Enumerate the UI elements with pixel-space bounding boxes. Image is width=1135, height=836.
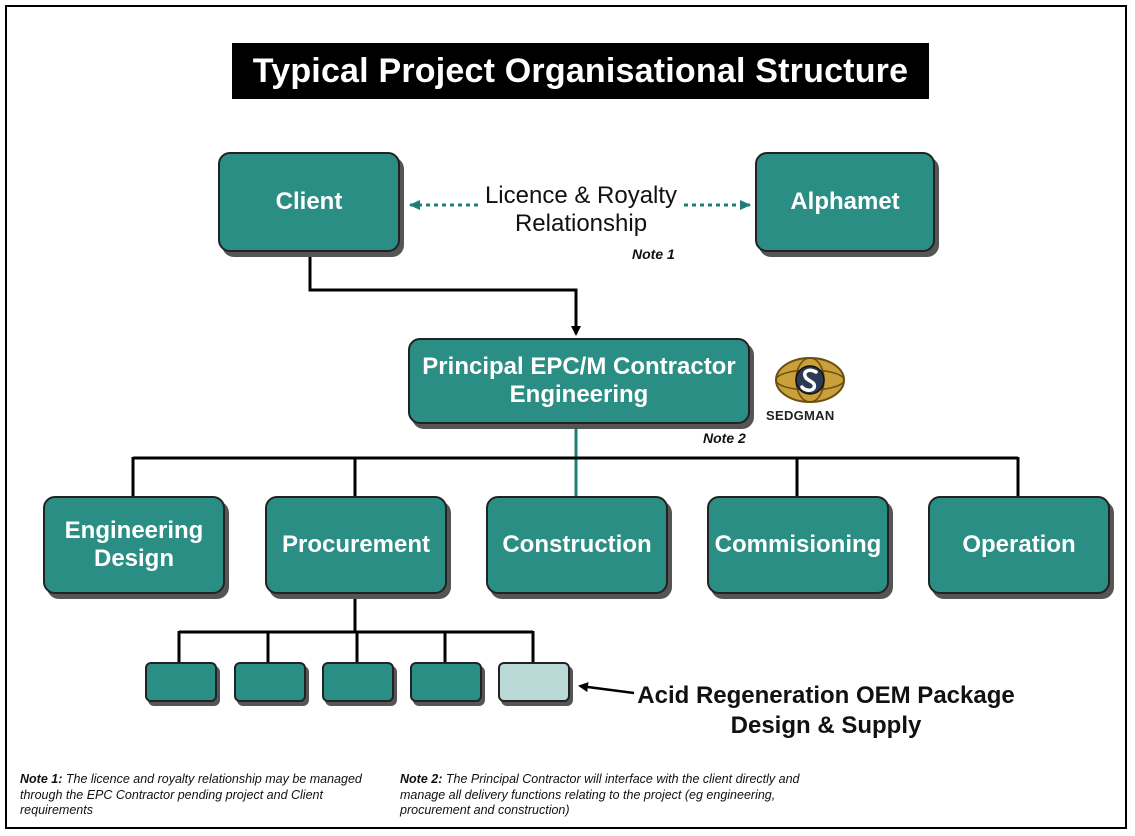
operation-box: Operation	[928, 496, 1110, 594]
oem-line1: Acid Regeneration OEM Package	[637, 682, 1015, 709]
footnote-1-label: Note 1:	[20, 772, 63, 786]
commisioning-box: Commisioning	[707, 496, 889, 594]
commisioning-label: Commisioning	[714, 531, 882, 559]
licence-line2: Relationship	[514, 209, 648, 237]
sedgman-globe-logo-icon	[775, 357, 845, 403]
note-1-tag: Note 1	[632, 246, 675, 262]
licence-line1: Licence & Royalty	[484, 182, 678, 209]
footnote-2-label: Note 2:	[400, 772, 443, 786]
alphamet-box: Alphamet	[755, 152, 935, 252]
operation-label: Operation	[962, 531, 1076, 559]
package-box-3	[322, 662, 394, 702]
oem-line2: Design & Supply	[730, 712, 922, 739]
engineering-line2: Design	[93, 545, 174, 572]
engineering-design-box: Engineering Design	[43, 496, 225, 594]
oem-pointer-arrow	[578, 682, 635, 695]
licence-relationship-label: Licence & Royalty Relationship	[478, 182, 684, 237]
principal-line1: Principal EPC/M Contractor	[422, 353, 736, 381]
oem-package-label: Acid Regeneration OEM Package Design & S…	[636, 681, 1016, 741]
client-box: Client	[218, 152, 400, 252]
footnote-2-text: The Principal Contractor will interface …	[400, 772, 800, 818]
principal-line2: Engineering	[509, 381, 649, 408]
footnote-1: Note 1: The licence and royalty relation…	[20, 772, 365, 819]
footnote-2: Note 2: The Principal Contractor will in…	[400, 772, 820, 819]
package-box-oem	[498, 662, 570, 702]
note-2-tag: Note 2	[703, 430, 746, 446]
page-title: Typical Project Organisational Structure	[232, 43, 929, 99]
procurement-label: Procurement	[281, 531, 431, 559]
client-to-principal-arrow	[308, 255, 581, 336]
engineering-line1: Engineering	[64, 517, 204, 545]
alphamet-label: Alphamet	[790, 188, 900, 216]
sedgman-logo-text: SEDGMAN	[766, 408, 835, 423]
client-label: Client	[275, 188, 343, 216]
construction-label: Construction	[502, 531, 652, 559]
package-box-1	[145, 662, 217, 702]
procurement-box: Procurement	[265, 496, 447, 594]
construction-box: Construction	[486, 496, 668, 594]
footnote-1-text: The licence and royalty relationship may…	[20, 772, 362, 818]
package-box-2	[234, 662, 306, 702]
package-box-4	[410, 662, 482, 702]
principal-contractor-box: Principal EPC/M Contractor Engineering	[408, 338, 750, 424]
